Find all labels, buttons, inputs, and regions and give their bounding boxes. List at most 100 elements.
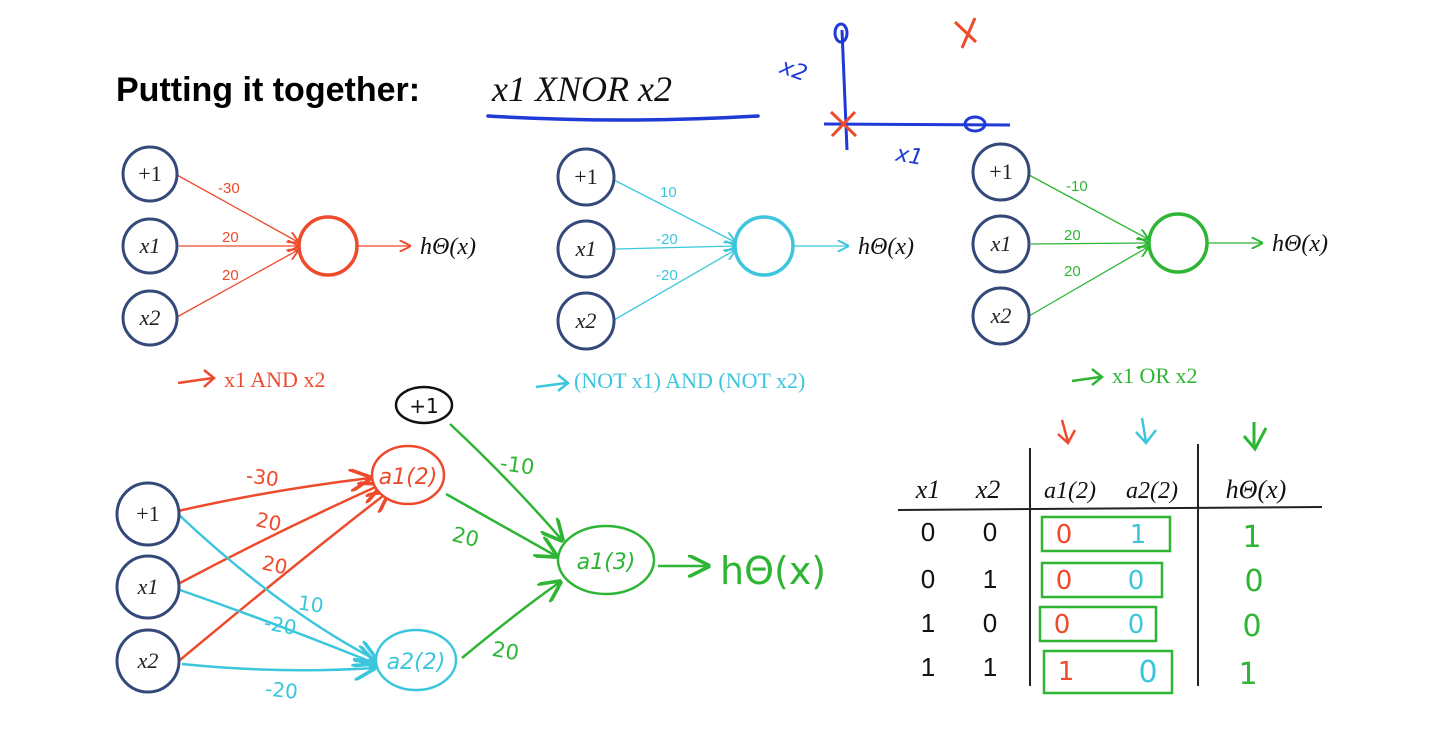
edge-or-x1 bbox=[1030, 243, 1148, 244]
nn-caption-arrow-icon bbox=[557, 374, 571, 392]
cell-r3-a2: 0 bbox=[1128, 610, 1145, 640]
edge-nn-x1 bbox=[615, 246, 735, 249]
cell-r4-a2: 0 bbox=[1138, 655, 1157, 690]
nn-bias-node bbox=[556, 147, 616, 207]
weight-nn-x2: -20 bbox=[656, 267, 678, 284]
cell-r1-x1: 0 bbox=[921, 517, 935, 547]
c-hidden-bias-node bbox=[394, 385, 454, 425]
c-x1-label: x1 bbox=[137, 574, 159, 599]
and-caption-arrow-icon bbox=[203, 369, 216, 388]
c-a3-label: a1(3) bbox=[577, 550, 636, 575]
weight-c-cyan-bias: 10 bbox=[297, 590, 326, 617]
title-expression: x1 XNOR x2 bbox=[491, 69, 672, 109]
network-or: -10 20 20 +1 x1 x2 hΘ(x) x1 OR x2 bbox=[971, 142, 1328, 388]
and-bias-node bbox=[121, 145, 179, 203]
edge-c-red-x2 bbox=[179, 492, 388, 661]
weight-c-cyan-x1: -20 bbox=[262, 610, 298, 639]
cell-r3-x1: 1 bbox=[921, 608, 935, 638]
cell-r4-h: 1 bbox=[1238, 657, 1257, 692]
c-bias-node bbox=[115, 481, 181, 547]
cell-r3-a1: 0 bbox=[1054, 610, 1071, 640]
c-a2-label: a2(2) bbox=[387, 650, 446, 675]
weight-and-x1: 20 bbox=[222, 229, 239, 246]
nn-x1-node bbox=[556, 219, 616, 279]
cell-r2-a1: 0 bbox=[1056, 566, 1073, 596]
weight-nn-x1: -20 bbox=[656, 231, 678, 248]
edge-nn-x2 bbox=[613, 250, 735, 321]
row-box-1 bbox=[1040, 515, 1172, 553]
cell-r1-a1: 0 bbox=[1056, 520, 1073, 550]
cell-r2-x2: 1 bbox=[983, 564, 997, 594]
weight-c-green-a1: 20 bbox=[450, 522, 482, 552]
edge-nn-bias bbox=[613, 179, 735, 242]
th-x2: x2 bbox=[975, 475, 1001, 504]
edge-and-x2 bbox=[176, 250, 298, 318]
and-x1-node bbox=[121, 217, 179, 275]
or-x1-node bbox=[971, 214, 1031, 274]
edge-c-cyan-x1 bbox=[179, 588, 374, 663]
c-a1-node bbox=[370, 444, 446, 506]
row-box-2 bbox=[1040, 561, 1164, 599]
nn-caption: (NOT x1) AND (NOT x2) bbox=[574, 368, 805, 393]
or-bias-node bbox=[971, 142, 1031, 202]
edge-and-bias bbox=[176, 174, 298, 242]
weight-or-x1: 20 bbox=[1064, 227, 1081, 244]
weight-or-x2: 20 bbox=[1064, 263, 1081, 280]
title-underline bbox=[486, 114, 760, 122]
weight-nn-bias: 10 bbox=[660, 184, 677, 201]
cell-r1-h: 1 bbox=[1242, 520, 1261, 555]
or-caption-arrow-icon bbox=[1091, 368, 1105, 386]
cell-r4-a1: 1 bbox=[1058, 657, 1075, 687]
c-x1-node bbox=[115, 554, 181, 620]
sketch-x-topright bbox=[953, 17, 978, 49]
c-a1-label: a1(2) bbox=[379, 465, 438, 490]
cell-r3-h: 0 bbox=[1242, 609, 1261, 644]
c-x2-node bbox=[115, 628, 181, 694]
edge-c-cyan-x2 bbox=[181, 664, 374, 670]
and-x1-label: x1 bbox=[139, 233, 161, 258]
weight-c-green-bias: -10 bbox=[499, 451, 536, 480]
and-hypothesis: hΘ(x) bbox=[420, 234, 476, 260]
or-hypothesis: hΘ(x) bbox=[1272, 231, 1328, 257]
network-and: -30 20 20 +1 x1 x2 hΘ(x) x1 AND x2 bbox=[121, 145, 476, 392]
or-caption: x1 OR x2 bbox=[1112, 363, 1198, 388]
sketch-o-top bbox=[833, 22, 849, 44]
or-x2-label: x2 bbox=[990, 303, 1012, 328]
sketch-x1-axis bbox=[823, 122, 1011, 127]
cell-r4-x1: 1 bbox=[921, 652, 935, 682]
col-a2-arrow-icon bbox=[1135, 417, 1157, 445]
sketch-x1-label: x1 bbox=[893, 141, 925, 170]
weight-c-cyan-x2: -20 bbox=[264, 677, 299, 704]
edge-c-green-a2 bbox=[461, 582, 560, 659]
c-x2-label: x2 bbox=[137, 648, 159, 673]
and-x2-label: x2 bbox=[139, 305, 161, 330]
cell-r3-x2: 0 bbox=[983, 608, 997, 638]
sketch-o-right bbox=[963, 115, 987, 133]
th-a1: a1(2) bbox=[1044, 478, 1096, 504]
network-xnor-combined: -30 20 20 10 -20 -20 -10 20 20 +1 x1 x2 … bbox=[115, 385, 826, 704]
edge-or-bias bbox=[1028, 174, 1148, 239]
truth-table: x1 x2 a1(2) a2(2) hΘ(x) 0 0 0 1 1 0 1 0 … bbox=[897, 417, 1323, 695]
edge-c-red-bias bbox=[177, 478, 370, 513]
nn-bias-label: +1 bbox=[574, 164, 597, 189]
weight-and-bias: -30 bbox=[218, 180, 240, 197]
row-box-3 bbox=[1038, 605, 1158, 643]
col-a1-arrow-icon bbox=[1057, 419, 1077, 445]
nn-output-node bbox=[733, 215, 795, 277]
edge-or-x2 bbox=[1028, 247, 1148, 317]
sketch-x-origin bbox=[829, 110, 858, 138]
cell-r2-h: 0 bbox=[1244, 564, 1263, 599]
and-x2-node bbox=[121, 289, 179, 347]
c-hidden-bias-label: +1 bbox=[409, 394, 438, 418]
c-hypothesis: hΘ(x) bbox=[720, 549, 826, 593]
nn-x1-label: x1 bbox=[575, 236, 597, 261]
nn-hypothesis: hΘ(x) bbox=[858, 234, 914, 260]
c-a2-node bbox=[374, 628, 458, 692]
network-not-and-not: 10 -20 -20 +1 x1 x2 hΘ(x) (NOT x1) AND (… bbox=[535, 147, 914, 393]
table-header-rule bbox=[897, 506, 1323, 511]
row-box-4 bbox=[1042, 649, 1174, 695]
xnor-sketch: x2 x1 bbox=[776, 17, 1011, 171]
weight-c-red-x1: 20 bbox=[254, 507, 284, 536]
weight-or-bias: -10 bbox=[1066, 178, 1088, 195]
